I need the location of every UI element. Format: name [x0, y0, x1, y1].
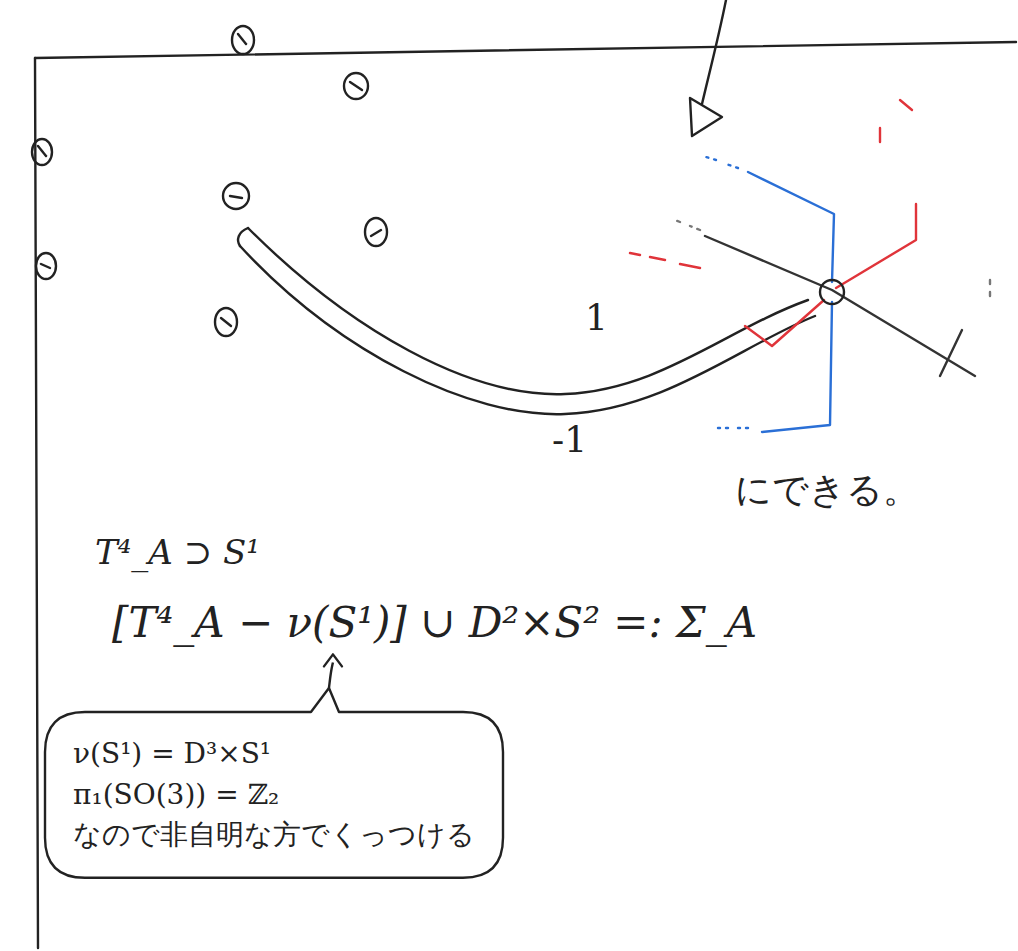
dots — [672, 219, 700, 230]
formula: T⁴_A ⊃ S¹ — [95, 532, 260, 573]
pointer-arrow — [329, 662, 333, 688]
tube-outline — [248, 228, 808, 394]
callout-bubble: ν(S¹) = D³×S¹π₁(SO(3)) = ℤ₂なので非自明な方でくっつけ… — [45, 712, 503, 878]
arrow-head — [690, 98, 722, 136]
blue-lines — [706, 157, 834, 432]
arrow-head — [324, 654, 342, 666]
point-circles — [32, 26, 387, 336]
callout-text: ν(S¹) = D³×S¹ — [73, 734, 475, 775]
frame-line — [35, 58, 38, 948]
note-text: にできる。 — [735, 468, 919, 511]
pointer-curve — [702, 0, 726, 104]
callout-text: π₁(SO(3)) = ℤ₂ — [73, 775, 475, 816]
black-line — [705, 236, 975, 376]
black-line — [940, 330, 962, 376]
red-lines — [630, 100, 916, 346]
bubble-outline — [45, 688, 503, 878]
point-circle — [820, 280, 844, 304]
frame-line — [35, 42, 1016, 58]
tube-number: 1 — [585, 296, 608, 339]
tube-outline — [240, 246, 815, 414]
dots — [989, 280, 991, 296]
formula: [T⁴_A − ν(S¹)] ∪ D²×S² =: Σ_A — [112, 598, 757, 648]
tube-number: -1 — [552, 418, 587, 461]
tube-outline — [238, 228, 248, 246]
callout-text: なので非自明な方でくっつける — [73, 815, 475, 856]
